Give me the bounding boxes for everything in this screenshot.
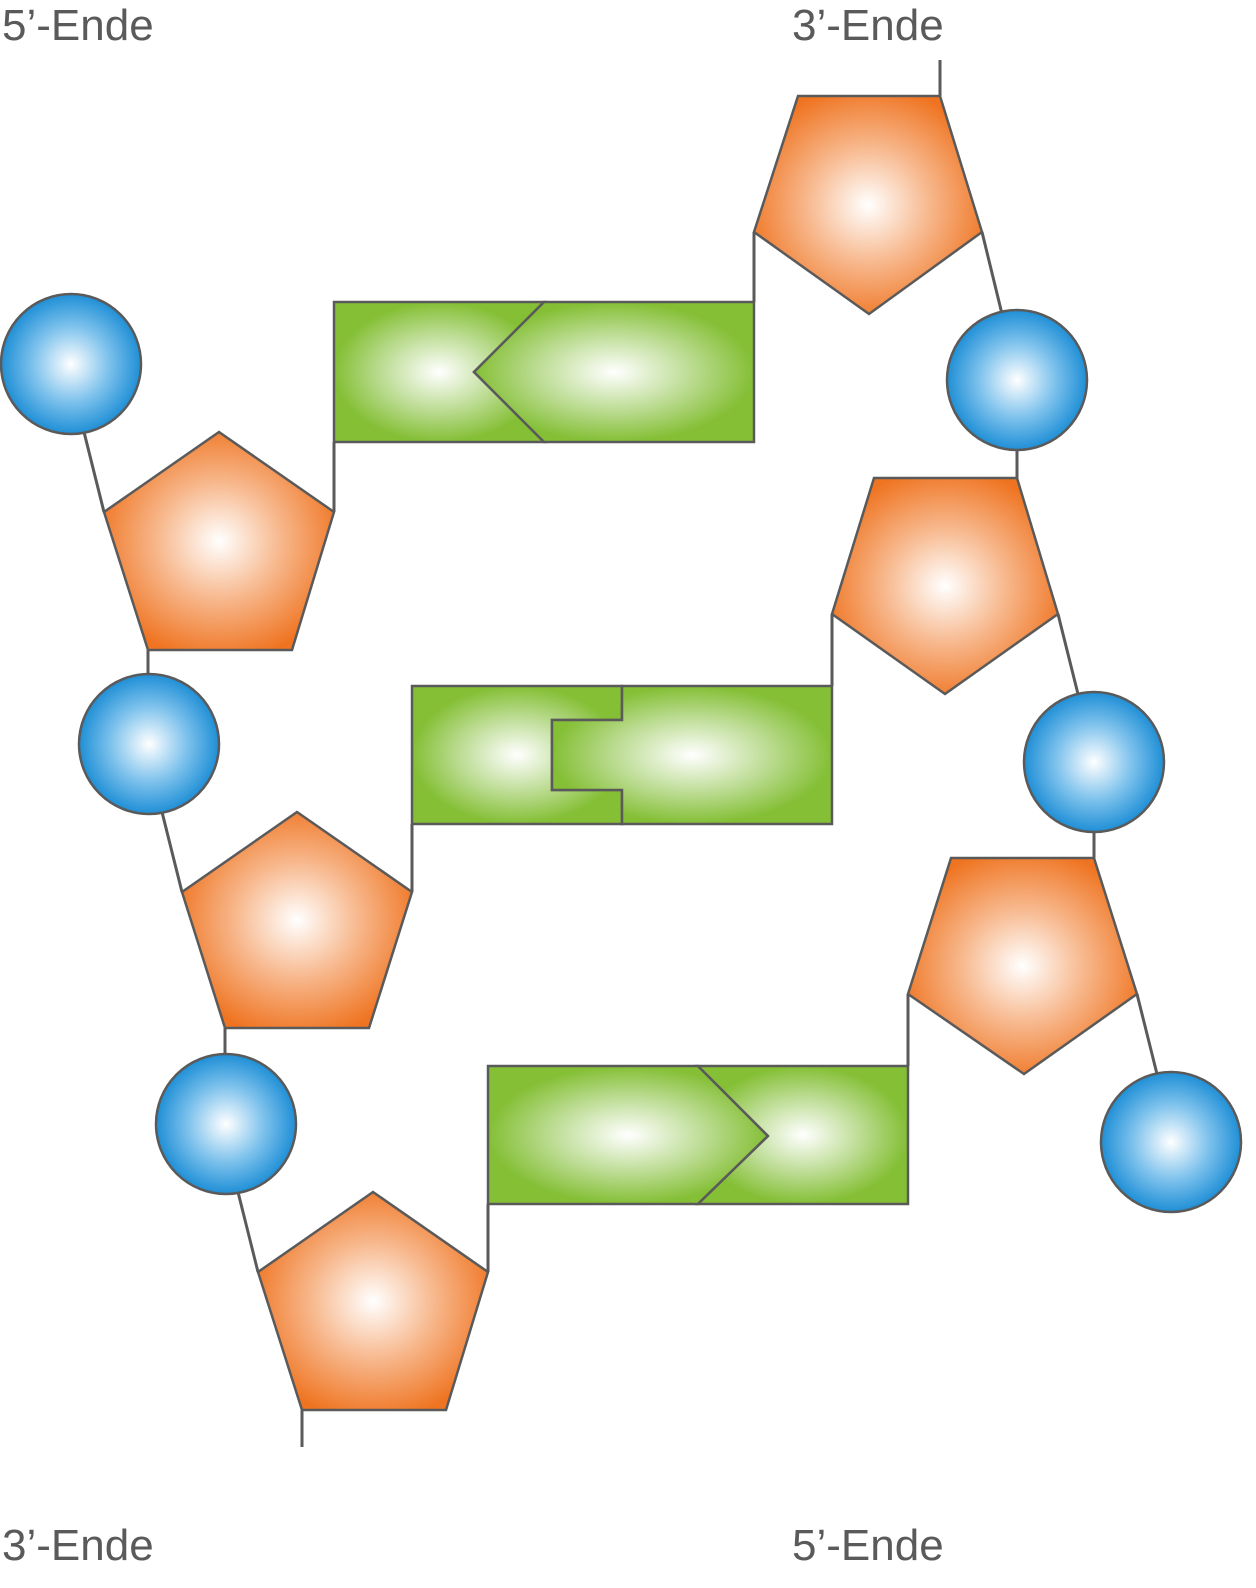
base-right-3 [694, 1064, 910, 1206]
base-pair-3 [486, 1064, 910, 1206]
sugar-right-2 [830, 476, 1060, 696]
phosphate-right-3 [1099, 1070, 1243, 1214]
base-right-1 [472, 300, 756, 444]
base-pairs [332, 300, 910, 1206]
sugar-left-1 [102, 430, 336, 652]
sugars [102, 94, 1139, 1412]
sugar-left-2 [180, 810, 414, 1030]
phosphate-left-1 [0, 292, 143, 436]
phosphate-right-2 [1022, 690, 1166, 834]
base-pair-1 [332, 300, 756, 444]
sugar-right-1 [752, 94, 984, 316]
phosphate-left-2 [77, 672, 221, 816]
phosphates [0, 292, 1243, 1214]
backbone-lines [82, 60, 1159, 1447]
phosphate-left-3 [154, 1052, 298, 1196]
phosphate-right-1 [945, 308, 1089, 452]
three-prime-end-label-right: 3’-Ende [792, 1, 944, 50]
sugar-right-3 [906, 856, 1139, 1076]
base-pair-2 [410, 684, 834, 826]
three-prime-end-label-left: 3’-Ende [2, 1521, 154, 1570]
five-prime-end-label-right: 5’-Ende [792, 1521, 944, 1570]
base-right-2 [550, 684, 834, 826]
sugar-left-3 [256, 1190, 490, 1412]
five-prime-end-label-left: 5’-Ende [2, 1, 154, 50]
